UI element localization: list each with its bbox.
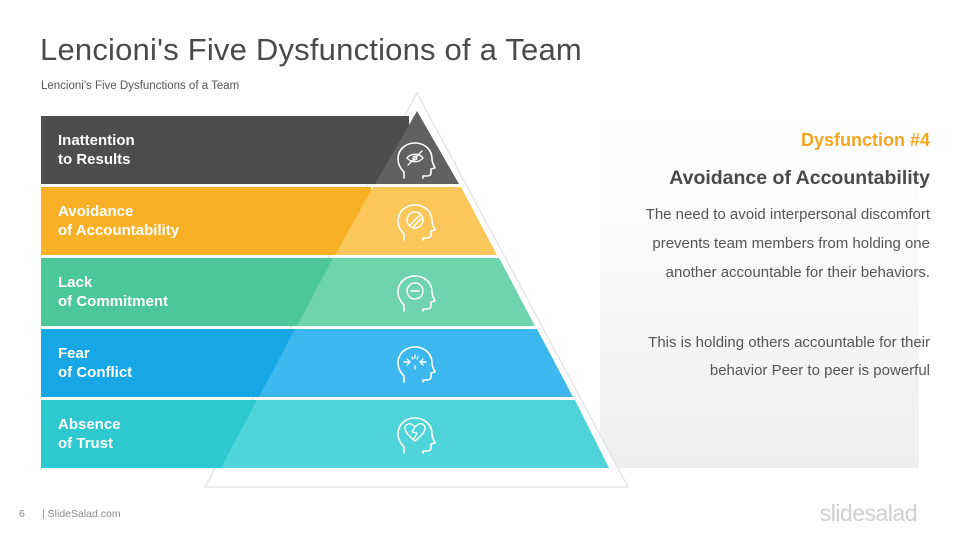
band-triangle: [221, 400, 609, 468]
dysfunction-note: This is holding others accountable for t…: [648, 334, 930, 379]
pyramid-level-2[interactable]: [41, 187, 497, 255]
level-1-label-line2: to Results: [58, 151, 131, 168]
level-3-label-line1: Lack: [58, 274, 93, 291]
band-bar: [41, 329, 295, 397]
head-arrows-clash-icon: [397, 346, 436, 383]
pyramid-level-4[interactable]: [41, 329, 573, 397]
level-4-label-line2: of Conflict: [58, 364, 132, 381]
pyramid-level-3[interactable]: [41, 258, 535, 326]
level-4-label-line1: Fear: [58, 345, 90, 362]
level-2-label-line1: Avoidance: [58, 203, 133, 220]
band-triangle: [375, 111, 459, 184]
footer-brand-link[interactable]: | SlideSalad.com: [42, 508, 121, 520]
head-minus-icon: [397, 275, 436, 312]
svg-text:Absence of Trust: Absence of Trust: [58, 416, 125, 452]
level-3-label-line2: of Commitment: [58, 293, 168, 310]
svg-text:Fear of Conflict: Fear of Conflict: [58, 345, 132, 381]
pyramid-level-1[interactable]: [41, 111, 459, 184]
band-bar: [41, 187, 371, 255]
dysfunction-number-heading: Dysfunction #4: [800, 130, 930, 150]
page-number: 6: [19, 508, 25, 520]
dysfunction-title: Avoidance of Accountability: [669, 167, 930, 189]
band-triangle: [259, 329, 573, 397]
level-5-label-line1: Absence: [58, 416, 121, 433]
svg-text:Lack of Commitment: Lack of Commitment: [58, 274, 168, 310]
band-bar: [41, 400, 259, 468]
head-eye-slash-icon: [397, 142, 436, 179]
band-triangle: [335, 187, 497, 255]
svg-text:Inattention to Results: Inattention to Results: [58, 132, 139, 168]
level-5-label-line2: of Trust: [58, 435, 113, 452]
band-bar: [41, 116, 409, 184]
level-1-label-line1: Inattention: [58, 132, 135, 149]
slide-title: Lencioni's Five Dysfunctions of a Team: [40, 32, 582, 67]
band-triangle: [297, 258, 535, 326]
head-broken-heart-icon: [397, 417, 436, 454]
brand-logo: slidesalad: [819, 500, 918, 526]
band-bar: [41, 258, 333, 326]
head-prohibited-icon: [397, 204, 436, 241]
svg-text:Avoidance of Accountabilit: Avoidance of Accountability: [58, 203, 180, 239]
slide-subtitle: Lencioni's Five Dysfunctions of a Team: [41, 80, 240, 92]
pyramid-level-5[interactable]: [41, 400, 609, 468]
info-panel: [600, 117, 919, 468]
level-2-label-line2: of Accountability: [58, 222, 180, 239]
dysfunction-description: The need to avoid interpersonal discomfo…: [645, 206, 930, 281]
